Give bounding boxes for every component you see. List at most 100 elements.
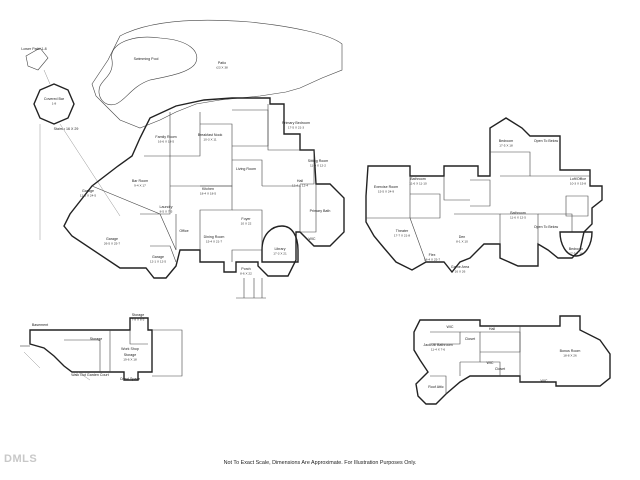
- room-label-breakfast-nook: Breakfast Nook: [198, 133, 223, 137]
- room-label-stairs-patio: Stairs • 16 X 29: [54, 127, 79, 131]
- room-label-wic-2: WIC: [447, 325, 454, 329]
- room-label-jack-jill: Jack/Jill Bathroom: [423, 343, 452, 347]
- room-label-work-shop: Work Shop: [121, 347, 139, 351]
- room-label-living-room: Living Room: [236, 167, 256, 171]
- room-label-sitting-room: Sitting Room: [308, 159, 329, 163]
- room-label-exercise-room: Exercise Room: [374, 185, 398, 189]
- room-label-wic-3: WIC: [487, 361, 494, 365]
- room-dims-garage-3: 12-1 X 12-5: [150, 260, 166, 264]
- room-dims-bonus-room: 18-8 X 26: [563, 354, 577, 358]
- room-label-loft: Loft/Office: [570, 177, 586, 181]
- room-label-lower-patio: Lower Patio 1-8: [21, 47, 46, 51]
- room-label-library: Library: [275, 247, 286, 251]
- room-label-garage-1: Garage: [82, 189, 94, 193]
- logo: DMLS: [4, 453, 37, 465]
- patio-outline: [91, 19, 343, 129]
- room-label-covered-bar: Covered Bar: [44, 97, 65, 101]
- room-dims-bar-room: 9-4 X 17: [134, 184, 146, 188]
- basement-outline: [29, 317, 153, 381]
- room-label-flex: Flex: [429, 253, 436, 257]
- room-dims-loft: 10-3 X 15-8: [570, 182, 586, 186]
- room-label-roof-attic: Roof Attic: [428, 385, 444, 389]
- room-dims-storage-1: 7-8 X 8-5: [132, 318, 145, 322]
- room-dims-breakfast-nook: 10-3 X 11: [203, 138, 216, 142]
- room-label-bedroom-2: Bedroom: [569, 247, 584, 251]
- room-dims-bedroom-2: 17-5 X 16: [569, 252, 583, 256]
- room-label-storage-1: Storage: [132, 313, 145, 317]
- room-dims-covered-bar: 1-8: [52, 102, 57, 106]
- room-dims-laundry: 8-5 X 7-5: [160, 210, 173, 214]
- room-label-storage-3: Storage: [124, 353, 137, 357]
- room-label-bathroom-2: Bathroom: [510, 211, 526, 215]
- room-dims-library: 17-3 X 21: [273, 252, 287, 256]
- room-dims-storage-3: 19-6 X 18: [123, 358, 137, 362]
- room-label-closet-2: Closet: [495, 367, 505, 371]
- room-label-garage-3: Garage: [152, 255, 164, 259]
- room-dims-primary-bedroom: 17-5 X 21-3: [288, 126, 304, 130]
- room-label-storage-2: Storage: [90, 337, 103, 341]
- lower-patio-outline: [25, 47, 49, 71]
- covered-bar-outline: [33, 83, 75, 125]
- room-label-family-room: Family Room: [155, 135, 176, 139]
- disclaimer-text: Not To Exact Scale, Dimensions Are Appro…: [224, 460, 417, 466]
- room-dims-bedroom-1: 17-5 X 18: [499, 144, 513, 148]
- logo-text: DMLS: [4, 453, 37, 465]
- room-label-basement: Basement: [32, 323, 48, 327]
- upper-floor: [365, 117, 603, 274]
- room-label-dining-room: Dining Room: [204, 235, 225, 239]
- room-label-porch: Porch: [241, 267, 250, 271]
- room-dims-jack-jill: 11-4 X 7-6: [431, 348, 445, 352]
- room-label-swimming-pool: Swimming Pool: [134, 57, 159, 61]
- room-label-primary-bedroom: Primary Bedroom: [282, 121, 310, 125]
- upper-floor-outline: [365, 117, 603, 274]
- bonus-floor: [413, 315, 611, 405]
- room-dims-garage-1: 12-6 X 24-5: [80, 194, 96, 198]
- room-label-open-to-below-1: Open To Below: [534, 139, 559, 143]
- room-label-walk-out: Walk Out Garden Court: [71, 373, 108, 377]
- bedroom-2-outline: [559, 231, 593, 257]
- room-dims-theater: 17-7 X 21-8: [394, 234, 410, 238]
- room-label-bedroom-1: Bedroom: [499, 139, 514, 143]
- room-label-theater: Theater: [396, 229, 409, 233]
- room-label-wic-4: WIC: [541, 379, 548, 383]
- room-label-closet: Closet: [465, 337, 475, 341]
- room-label-bathroom-1: Bathroom: [410, 177, 426, 181]
- room-dims-kitchen: 18-4 X 18-5: [200, 192, 216, 196]
- room-dims-dining-room: 15-4 X 21-7: [206, 240, 222, 244]
- room-label-open-to-below-2: Open To Below: [534, 225, 559, 229]
- room-dims-flex: 18-4 X 25-7: [424, 258, 440, 262]
- room-dims-foyer: 10 X 22: [241, 222, 252, 226]
- room-dims-den: 8-1 X 10: [456, 240, 468, 244]
- room-dims-hall: 12-4 X 12-4: [292, 184, 308, 188]
- room-dims-exercise-room: 15-5 X 24-9: [378, 190, 394, 194]
- room-label-hall-2: Hall: [489, 327, 495, 331]
- room-dims-garage-2: 26-5 X 25-7: [104, 242, 120, 246]
- room-dims-bathroom-2: 11-6 X 12-5: [510, 216, 526, 220]
- room-dims-bathroom-1: 11-6 X 11-10: [409, 182, 427, 186]
- room-dims-game-area: 16 X 26: [455, 270, 466, 274]
- basement-floor: [20, 317, 183, 381]
- room-label-office: Office: [179, 229, 188, 233]
- room-label-patio: Patio: [218, 61, 226, 65]
- room-dims-porch: 8-6 X 22: [240, 272, 252, 276]
- room-label-den: Den: [459, 235, 466, 239]
- room-label-kitchen: Kitchen: [202, 187, 214, 191]
- room-label-game-area: Game Area: [451, 265, 469, 269]
- room-label-primary-bath: Primary Bath: [310, 209, 331, 213]
- room-label-crawl-space: Crawl Space: [120, 377, 140, 381]
- room-label-garage-2: Garage: [106, 237, 118, 241]
- room-label-wic: WIC: [309, 237, 316, 241]
- pool-outline: [98, 36, 198, 106]
- room-dims-patio: t23 X 38: [216, 66, 228, 70]
- room-label-foyer: Foyer: [241, 217, 251, 221]
- room-label-laundry: Laundry: [160, 205, 173, 209]
- bonus-floor-outline: [413, 315, 611, 405]
- room-label-bar-room: Bar Room: [132, 179, 148, 183]
- room-label-bonus-room: Bonus Room: [560, 349, 581, 353]
- library-outline: [261, 225, 299, 263]
- room-dims-sitting-room: 11-9 X 12-2: [310, 164, 326, 168]
- main-floor: [25, 19, 345, 299]
- main-floor-outline: [63, 97, 345, 279]
